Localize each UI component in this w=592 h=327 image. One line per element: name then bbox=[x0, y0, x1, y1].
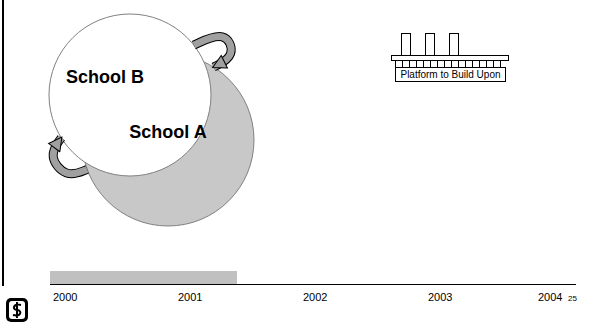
timeline-year: 2004 bbox=[538, 291, 562, 303]
page-number: 25 bbox=[568, 294, 577, 303]
logo bbox=[6, 298, 28, 322]
node-title: School A bbox=[129, 122, 206, 143]
timeline-bar bbox=[50, 271, 237, 284]
node-title: School B bbox=[66, 67, 144, 88]
platform-box: Platform to Build Upon bbox=[395, 67, 506, 82]
platform-icon bbox=[392, 34, 509, 68]
timeline-year: 2001 bbox=[178, 291, 202, 303]
school-circle: School B bbox=[48, 13, 212, 177]
circle-outline bbox=[48, 13, 212, 177]
timeline-year: 2000 bbox=[53, 291, 77, 303]
box-text: Platform to Build Upon bbox=[396, 68, 505, 81]
slide-border bbox=[2, 0, 4, 286]
timeline-year: 2003 bbox=[428, 291, 452, 303]
timeline-year: 2002 bbox=[303, 291, 327, 303]
timeline-axis bbox=[50, 284, 576, 285]
